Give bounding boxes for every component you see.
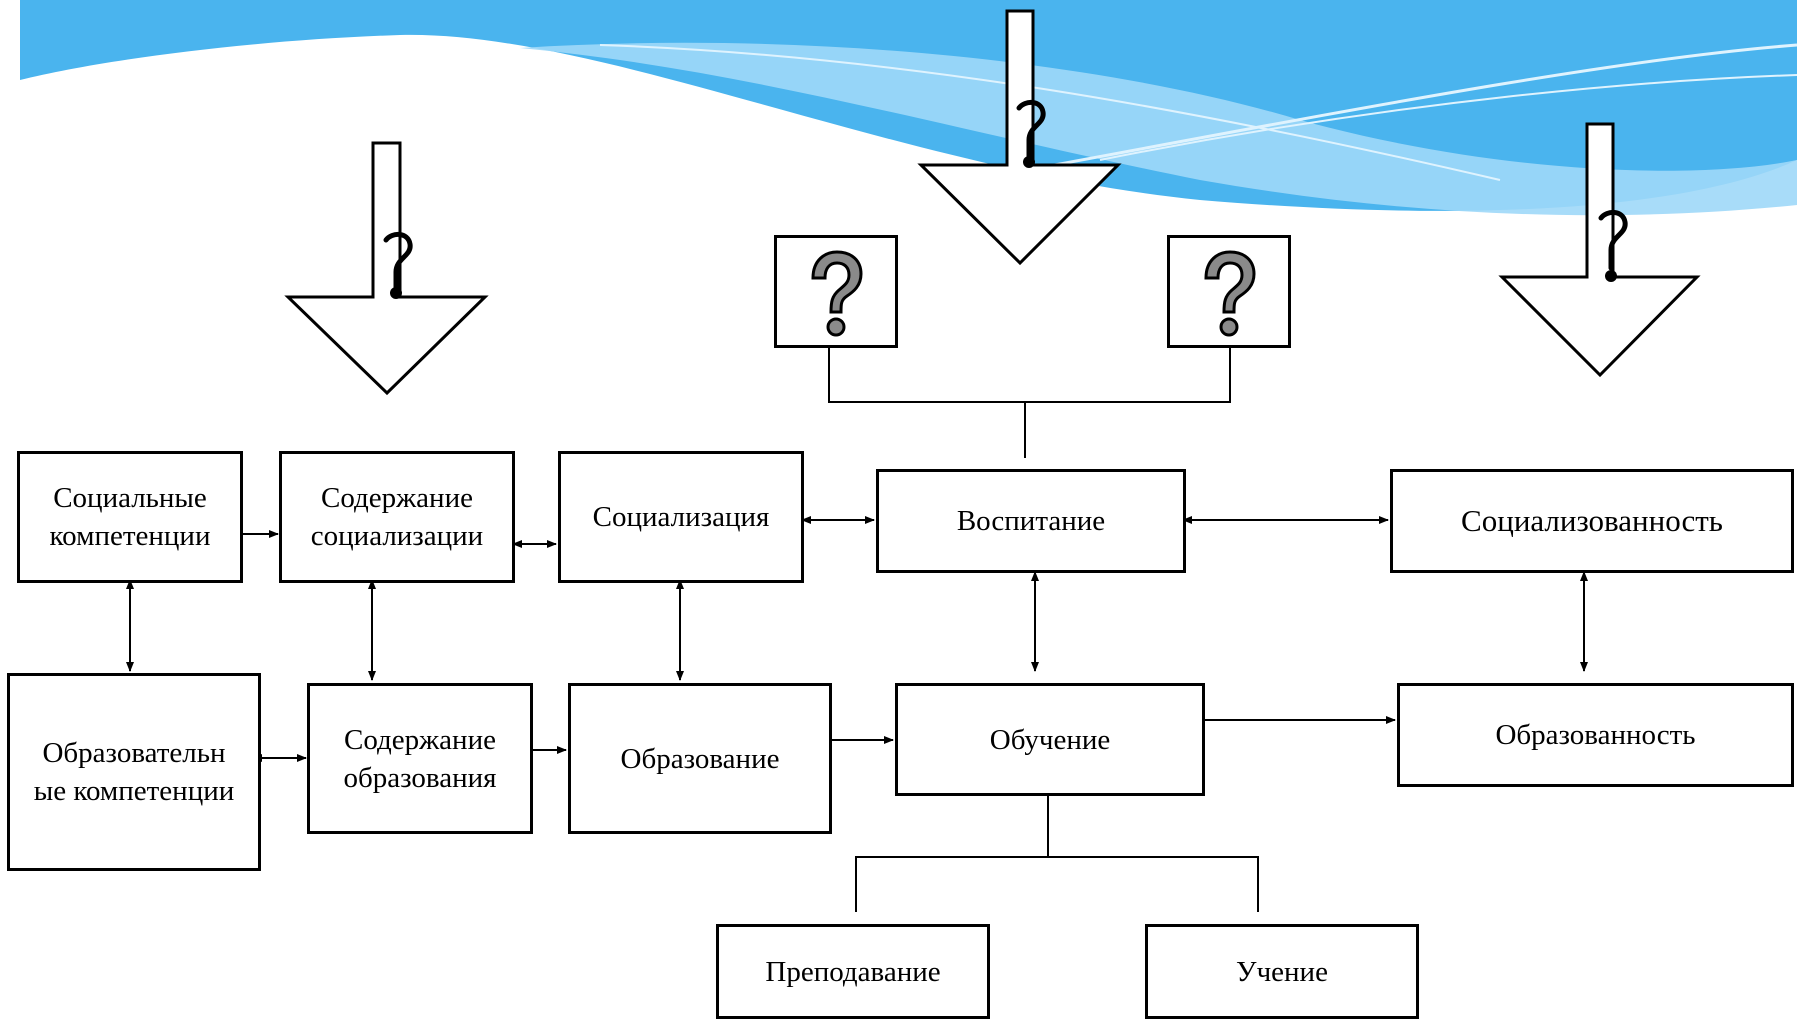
- question-mark-icon: [811, 250, 863, 337]
- node-education-content: Содержание образования: [307, 683, 533, 834]
- node-socializedness: Социализованность: [1390, 469, 1794, 573]
- node-education: Образование: [568, 683, 832, 834]
- node-social-competencies: Социальные компетенции: [17, 451, 243, 583]
- question-box-right: [1167, 235, 1291, 348]
- node-socialization-content: Содержание социализации: [279, 451, 515, 583]
- node-learning: Учение: [1145, 924, 1419, 1019]
- node-educatedness: Образованность: [1397, 683, 1794, 787]
- node-training: Обучение: [895, 683, 1205, 796]
- node-educational-competencies: Образовательн ые компетенции: [7, 673, 261, 871]
- node-upbringing: Воспитание: [876, 469, 1186, 573]
- question-mark-icon: [1204, 250, 1256, 337]
- question-box-left: [774, 235, 898, 348]
- node-teaching: Преподавание: [716, 924, 990, 1019]
- node-socialization: Социализация: [558, 451, 804, 583]
